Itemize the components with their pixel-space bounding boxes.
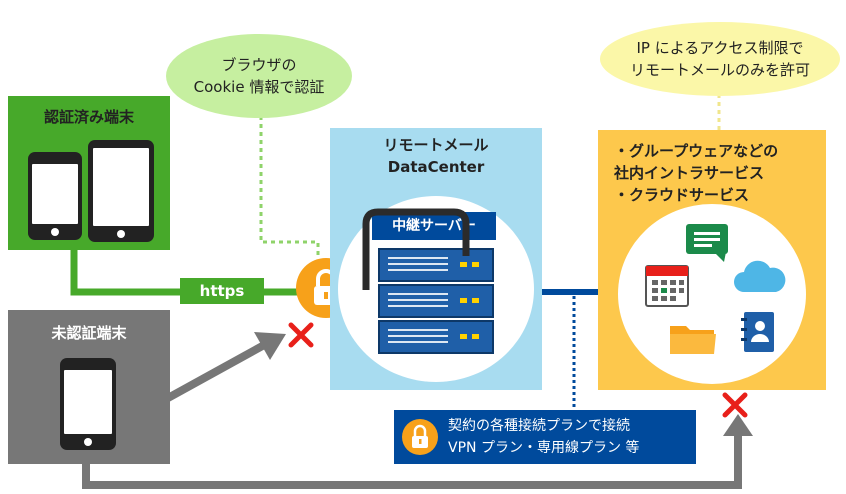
unauthenticated-terminal-title: 未認証端末	[51, 324, 127, 342]
authenticated-terminal-title: 認証済み端末	[43, 108, 134, 126]
services-box: ・グループウェアなどの 社内イントラサービス ・クラウドサービス	[598, 130, 826, 390]
blocked-x-icon	[722, 392, 748, 418]
folder-icon	[670, 326, 716, 354]
vpn-connection-text: 契約の各種接続プランで接続 VPN プラン・専用線プラン 等	[448, 418, 640, 456]
gray-diagonal-line	[166, 340, 268, 402]
authenticated-terminal-box: 認証済み端末	[8, 96, 170, 250]
https-label: https	[180, 278, 264, 304]
cookie-auth-bubble: ブラウザの Cookie 情報で認証	[166, 34, 352, 118]
green-connection-line	[70, 250, 386, 296]
server-lock-shackle	[362, 208, 470, 290]
address-book-icon	[741, 312, 774, 352]
vpn-lock-circle	[402, 419, 438, 455]
unauthenticated-terminal-box: 未認証端末	[8, 310, 170, 464]
smartphone-icon	[60, 358, 116, 450]
server-unit	[378, 248, 494, 282]
calendar-icon	[645, 265, 689, 307]
tablet-icon	[88, 140, 154, 242]
lock-icon	[412, 424, 428, 448]
cloud-icon	[734, 260, 786, 292]
services-title: ・グループウェアなどの 社内イントラサービス ・クラウドサービス	[614, 142, 779, 204]
ip-restriction-bubble: IP によるアクセス制限で リモートメールのみを許可	[600, 22, 840, 96]
chat-icon	[686, 224, 728, 262]
gray-bottom-arrowhead	[723, 414, 753, 436]
datacenter-title: リモートメール DataCenter	[383, 136, 489, 176]
server-unit	[378, 320, 494, 354]
gray-diagonal-arrowhead	[254, 332, 286, 360]
vpn-connection-box: 契約の各種接続プランで接続 VPN プラン・専用線プラン 等	[394, 410, 696, 464]
blocked-x-icon	[288, 322, 314, 348]
gray-bottom-line	[82, 432, 742, 489]
smartphone-icon	[28, 152, 82, 240]
cookie-dotted-line	[259, 116, 320, 258]
server-unit	[378, 284, 494, 318]
relay-server-label: 中継サーバー	[372, 212, 496, 240]
